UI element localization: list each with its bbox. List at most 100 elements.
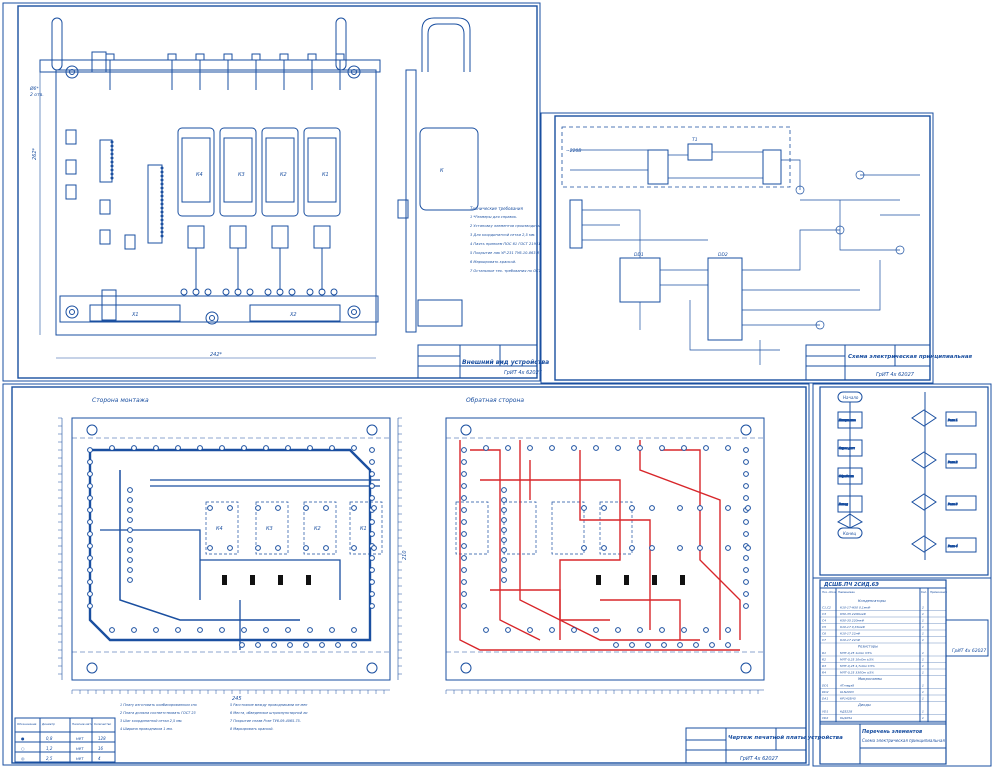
pad xyxy=(461,603,467,609)
terminal xyxy=(246,288,254,296)
pad xyxy=(743,519,749,525)
terminal xyxy=(288,288,296,296)
pad xyxy=(581,545,587,551)
pcb-notes: 1 Плату изготовить комбинированным спо2 … xyxy=(120,703,308,731)
bom-cell: VD1 xyxy=(822,710,828,714)
pad xyxy=(87,483,93,489)
pad xyxy=(743,603,749,609)
bom-cell: R1 xyxy=(822,651,826,655)
pcb-dim-height: 210 xyxy=(402,550,408,560)
pad xyxy=(549,627,555,633)
pad xyxy=(369,603,375,609)
bom-cell: 1 xyxy=(922,619,924,623)
pcb-relay-k4: К4 xyxy=(216,526,223,532)
bom-section-title: Конденсаторы xyxy=(858,599,886,603)
bom-cell: МЛТ-0,25 4,7кОм ±5% xyxy=(840,664,875,668)
pad xyxy=(501,517,507,523)
dim-hole: Ø6* xyxy=(29,85,39,92)
ic-pin xyxy=(160,170,164,174)
bom-cell: ULN2003 xyxy=(840,690,854,694)
hole-table-cell: 0,8 xyxy=(46,736,53,741)
pad xyxy=(501,497,507,503)
relay-body xyxy=(177,127,215,217)
mains-label: ~220В xyxy=(566,148,581,154)
component xyxy=(99,199,111,215)
pad xyxy=(87,519,93,525)
pad xyxy=(681,627,687,633)
mount-hole xyxy=(740,424,752,436)
pad xyxy=(659,627,665,633)
bom-cell: МЛТ-0,25 1кОм ±5% xyxy=(840,651,872,655)
mount-hole xyxy=(460,662,472,674)
ic-pin xyxy=(110,164,114,168)
pad xyxy=(637,627,643,633)
pad xyxy=(659,445,665,451)
flow-node-label: Реле 4 xyxy=(948,544,958,548)
wire xyxy=(582,209,641,258)
pad xyxy=(303,545,309,551)
pad xyxy=(371,545,377,551)
bom-cell: К50-35 220мкФ xyxy=(840,619,865,623)
pad xyxy=(461,567,467,573)
flow-node-label: Вывод xyxy=(839,502,848,506)
bom-section-title: Микросхемы xyxy=(858,677,882,681)
pad xyxy=(369,483,375,489)
pcb-note: 3 Шаг координатной сетки 2,5 мм. xyxy=(120,719,182,723)
terminal xyxy=(180,288,188,296)
flow-process xyxy=(945,537,977,553)
smd-pad xyxy=(624,575,629,585)
pcb-pads xyxy=(86,424,752,674)
pad xyxy=(601,505,607,511)
transformer-label: T1 xyxy=(692,137,698,143)
flow-node-label: Опрос датч xyxy=(839,446,855,450)
relay-inner xyxy=(307,137,337,203)
pad xyxy=(275,505,281,511)
pad xyxy=(271,642,277,648)
screw-head xyxy=(335,53,345,61)
dim-height: 262* xyxy=(32,147,38,160)
smd-pad xyxy=(222,575,227,585)
pcb-back-traces xyxy=(459,440,741,651)
transistor xyxy=(271,225,289,249)
pad xyxy=(637,445,643,451)
pad xyxy=(615,445,621,451)
pad xyxy=(175,445,181,451)
relay-body xyxy=(261,127,299,217)
pad xyxy=(743,459,749,465)
flow-decision xyxy=(911,451,937,469)
pad xyxy=(351,642,357,648)
smd-pad xyxy=(596,575,601,585)
pad xyxy=(127,577,133,583)
pad xyxy=(505,627,511,633)
wire xyxy=(781,159,801,190)
smd-pad xyxy=(306,575,311,585)
pad xyxy=(505,445,511,451)
pad xyxy=(329,627,335,633)
ic-pin xyxy=(110,160,114,164)
pad xyxy=(593,445,599,451)
pad xyxy=(743,591,749,597)
smd-pad xyxy=(652,575,657,585)
bom-cell: 1 xyxy=(922,716,924,720)
pad xyxy=(109,627,115,633)
screw-head xyxy=(105,53,115,61)
pad xyxy=(697,505,703,511)
relay-label-k3: К3 xyxy=(238,172,245,178)
pad xyxy=(127,497,133,503)
pad xyxy=(371,505,377,511)
pad xyxy=(239,642,245,648)
pad xyxy=(645,642,651,648)
bom-title: Перечень элементов xyxy=(862,729,922,735)
bom-section-title: Резисторы xyxy=(858,645,878,649)
terminal xyxy=(234,288,242,296)
pad xyxy=(693,642,699,648)
pad xyxy=(255,642,261,648)
pcb-note: 5 Расстояние между проводниками не мен xyxy=(230,703,308,707)
flow-process xyxy=(945,453,977,469)
hole-table-cell: 4 xyxy=(98,756,101,761)
pad xyxy=(501,577,507,583)
relay-label-k2: К2 xyxy=(280,172,287,178)
side-label: К xyxy=(440,168,444,174)
pcb-relay-k2: К2 xyxy=(314,526,321,532)
pad xyxy=(219,445,225,451)
